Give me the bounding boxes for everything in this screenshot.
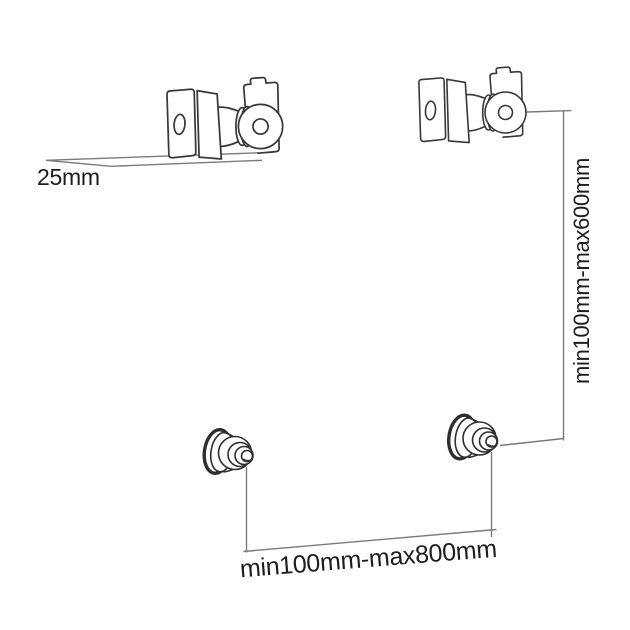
right-spacer-knob bbox=[444, 411, 500, 463]
dimension-lines bbox=[45, 109, 572, 553]
left-spacer-knob bbox=[199, 426, 255, 477]
left-wall-bracket bbox=[166, 76, 284, 160]
vertical-range-label: min100mm-max600mm bbox=[569, 158, 594, 384]
depth-dimension-lines bbox=[45, 151, 274, 167]
horizontal-range-label: min100mm-max800mm bbox=[239, 535, 498, 584]
horizontal-dimension-lines bbox=[243, 452, 497, 553]
right-wall-bracket bbox=[418, 66, 527, 144]
depth-dimension-label: 25mm bbox=[37, 164, 100, 190]
vertical-dimension-lines bbox=[499, 109, 572, 447]
